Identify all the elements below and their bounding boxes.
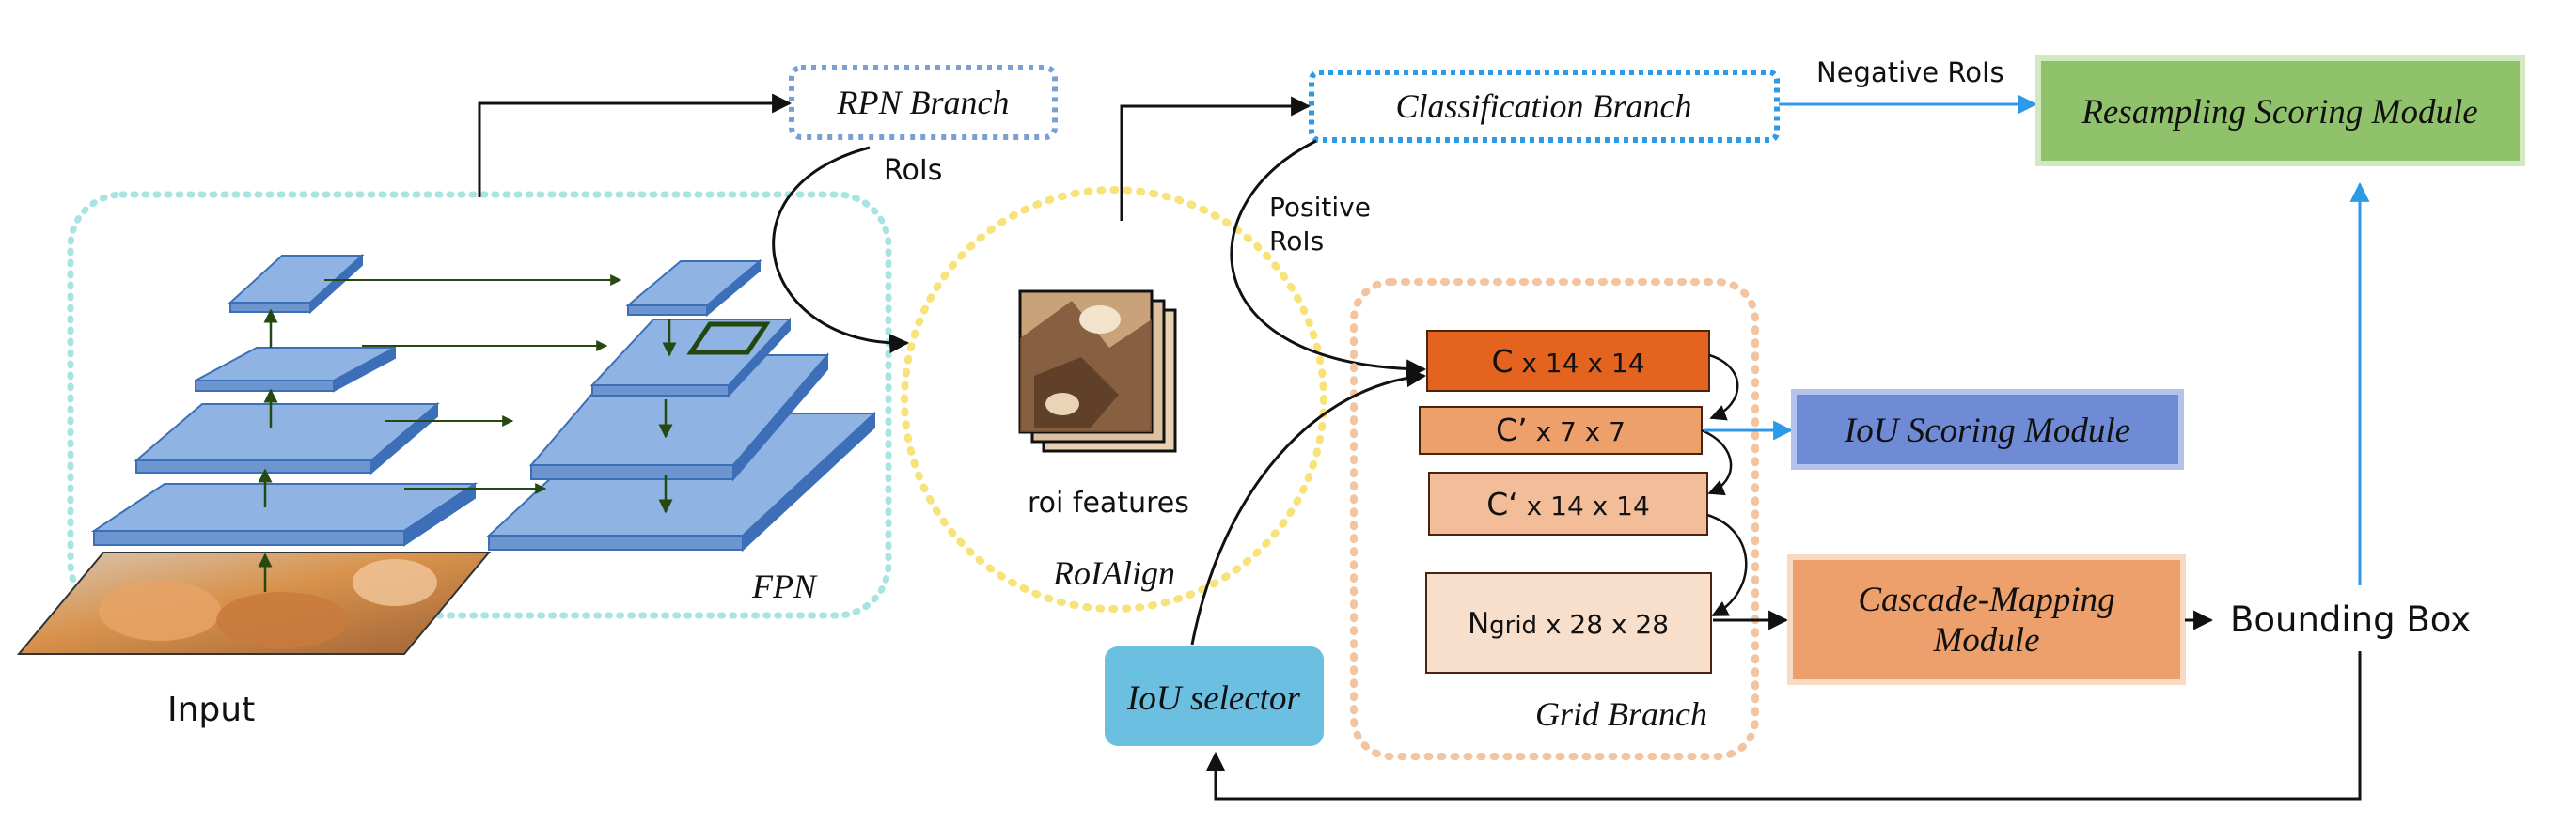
- roi-features-label: roi features: [1028, 487, 1189, 520]
- grid-block-4-dims: x 28 x 28: [1537, 609, 1669, 640]
- input-label: Input: [167, 691, 255, 729]
- grid-block-2-prefix: C’: [1496, 412, 1528, 448]
- grid-block-1-prefix: C: [1491, 343, 1513, 380]
- grid-block-4-prefix: N: [1468, 607, 1489, 641]
- input-image: [16, 552, 492, 655]
- iou-scoring-module-label: IoU Scoring Module: [1844, 412, 2130, 450]
- positive-rois-arrow: [1230, 139, 1427, 380]
- roialign-label: RoIAlign: [1052, 554, 1175, 592]
- roi-features-stack: [1018, 289, 1177, 453]
- rpn-to-roialign-arrow: [772, 146, 910, 354]
- iou-scoring-module[interactable]: [1791, 389, 2184, 470]
- positive-rois-label-2: RoIs: [1269, 226, 1324, 257]
- iou-selector-label: IoU selector: [1126, 679, 1301, 718]
- grid-link-3-4: [1706, 513, 1748, 617]
- resampling-scoring-module[interactable]: [2035, 55, 2525, 166]
- svg-text:C‘ x 14 x 14: C‘ x 14 x 14: [1486, 486, 1650, 522]
- grid-block-1: C x 14 x 14: [1426, 330, 1710, 392]
- grid-block-4: Ngrid x 28 x 28: [1425, 572, 1712, 674]
- positive-rois-label-1: Positive: [1269, 192, 1371, 223]
- fpn-label: FPN: [751, 568, 818, 605]
- bbox-to-iou-selector-arrow: [1205, 651, 2362, 801]
- roialign-to-classification-arrow: [1120, 96, 1312, 221]
- grid-block-2: C’ x 7 x 7: [1419, 406, 1703, 455]
- fpn-left-pyramid: [90, 253, 479, 592]
- grid-block-3: C‘ x 14 x 14: [1428, 472, 1708, 536]
- classification-branch-label: Classification Branch: [1396, 87, 1692, 125]
- cascade-mapping-module[interactable]: [1787, 554, 2186, 685]
- grid-block-3-dims: x 14 x 14: [1518, 490, 1650, 521]
- grid-block-4-sub: grid: [1489, 612, 1537, 640]
- grid-branch-label: Grid Branch: [1535, 695, 1707, 733]
- grid-block-2-dims: x 7 x 7: [1528, 416, 1626, 447]
- fpn-to-rpn-arrow: [478, 93, 793, 197]
- grid-link-2-3: [1701, 428, 1733, 496]
- grid-branch-group: [1350, 278, 1759, 760]
- cascade-mapping-label-1: Cascade-Mapping: [1858, 581, 2114, 619]
- iou-selector-to-grid-arrow: [1190, 367, 1427, 646]
- classification-branch-box[interactable]: [1309, 70, 1780, 143]
- negative-rois-label: Negative RoIs: [1816, 56, 2004, 88]
- grid-link-1-2: [1708, 353, 1739, 421]
- svg-text:C x 14 x 14: C x 14 x 14: [1491, 343, 1644, 380]
- fpn-right-pyramid: [486, 258, 877, 553]
- grid-block-1-dims: x 14 x 14: [1514, 348, 1645, 379]
- svg-text:C’ x 7 x 7: C’ x 7 x 7: [1496, 412, 1626, 448]
- rpn-branch-label: RPN Branch: [837, 84, 1010, 121]
- svg-text:Ngrid x 28 x 28: Ngrid x 28 x 28: [1468, 607, 1669, 641]
- rois-label: RoIs: [884, 154, 942, 187]
- cascade-mapping-label-2: Module: [1932, 621, 2039, 660]
- roialign-circle: [901, 186, 1327, 613]
- fpn-lateral-arrows: [324, 274, 622, 494]
- iou-selector[interactable]: [1105, 646, 1324, 746]
- rpn-branch-box[interactable]: [789, 65, 1058, 140]
- bounding-box-label: Bounding Box: [2230, 599, 2471, 640]
- grid-block-3-prefix: C‘: [1486, 486, 1518, 522]
- resampling-module-label: Resampling Scoring Module: [2081, 93, 2477, 132]
